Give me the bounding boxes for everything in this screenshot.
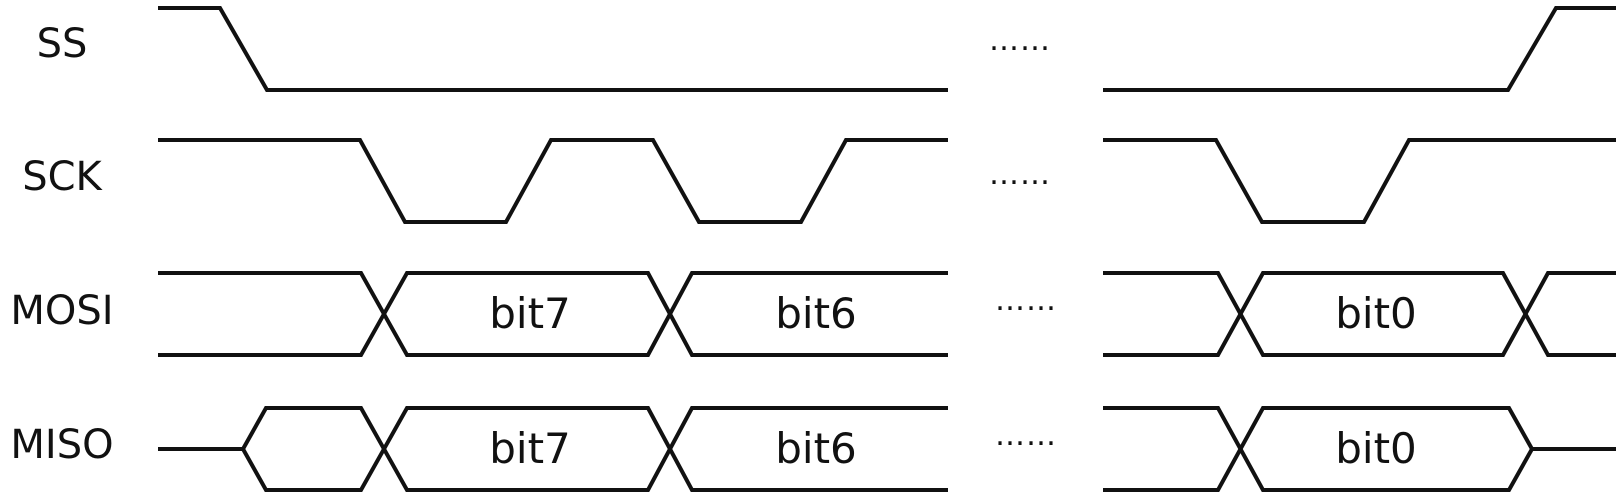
mosi-waveform <box>158 271 1616 357</box>
miso-waveform <box>158 406 1616 492</box>
mosi-low-line-left <box>158 271 948 357</box>
mosi-bit-label: bit0 <box>1335 289 1417 338</box>
ss-waveform <box>158 6 1616 92</box>
miso-bit-label: bit6 <box>775 424 857 473</box>
sck-wave-segment-right <box>1103 138 1616 224</box>
ss-wave-segment-right <box>1103 6 1616 92</box>
mosi-label: MOSI <box>10 288 113 334</box>
ss-wave-segment-left <box>158 6 948 92</box>
miso-ellipsis: …… <box>995 418 1057 453</box>
sck-wave-segment-left <box>158 138 948 224</box>
mosi-ellipsis: …… <box>995 283 1057 318</box>
sck-waveform <box>158 138 1616 224</box>
mosi-high-line-left <box>158 271 948 357</box>
sck-label: SCK <box>22 154 103 200</box>
mosi-bit-label: bit6 <box>775 289 857 338</box>
miso-high-line-right <box>1103 406 1534 492</box>
miso-low-line-left <box>241 406 948 492</box>
sck-ellipsis: …… <box>989 157 1051 192</box>
miso-label: MISO <box>10 422 113 468</box>
ss-label: SS <box>37 21 88 67</box>
miso-bit-label: bit7 <box>489 424 571 473</box>
miso-high-line-left <box>241 406 948 492</box>
mosi-low-line-right <box>1103 271 1616 357</box>
miso-low-line-right <box>1103 406 1534 492</box>
ss-ellipsis: …… <box>989 23 1051 58</box>
mosi-bit-label: bit7 <box>489 289 571 338</box>
mosi-high-line-right <box>1103 271 1616 357</box>
miso-bit-label: bit0 <box>1335 424 1417 473</box>
